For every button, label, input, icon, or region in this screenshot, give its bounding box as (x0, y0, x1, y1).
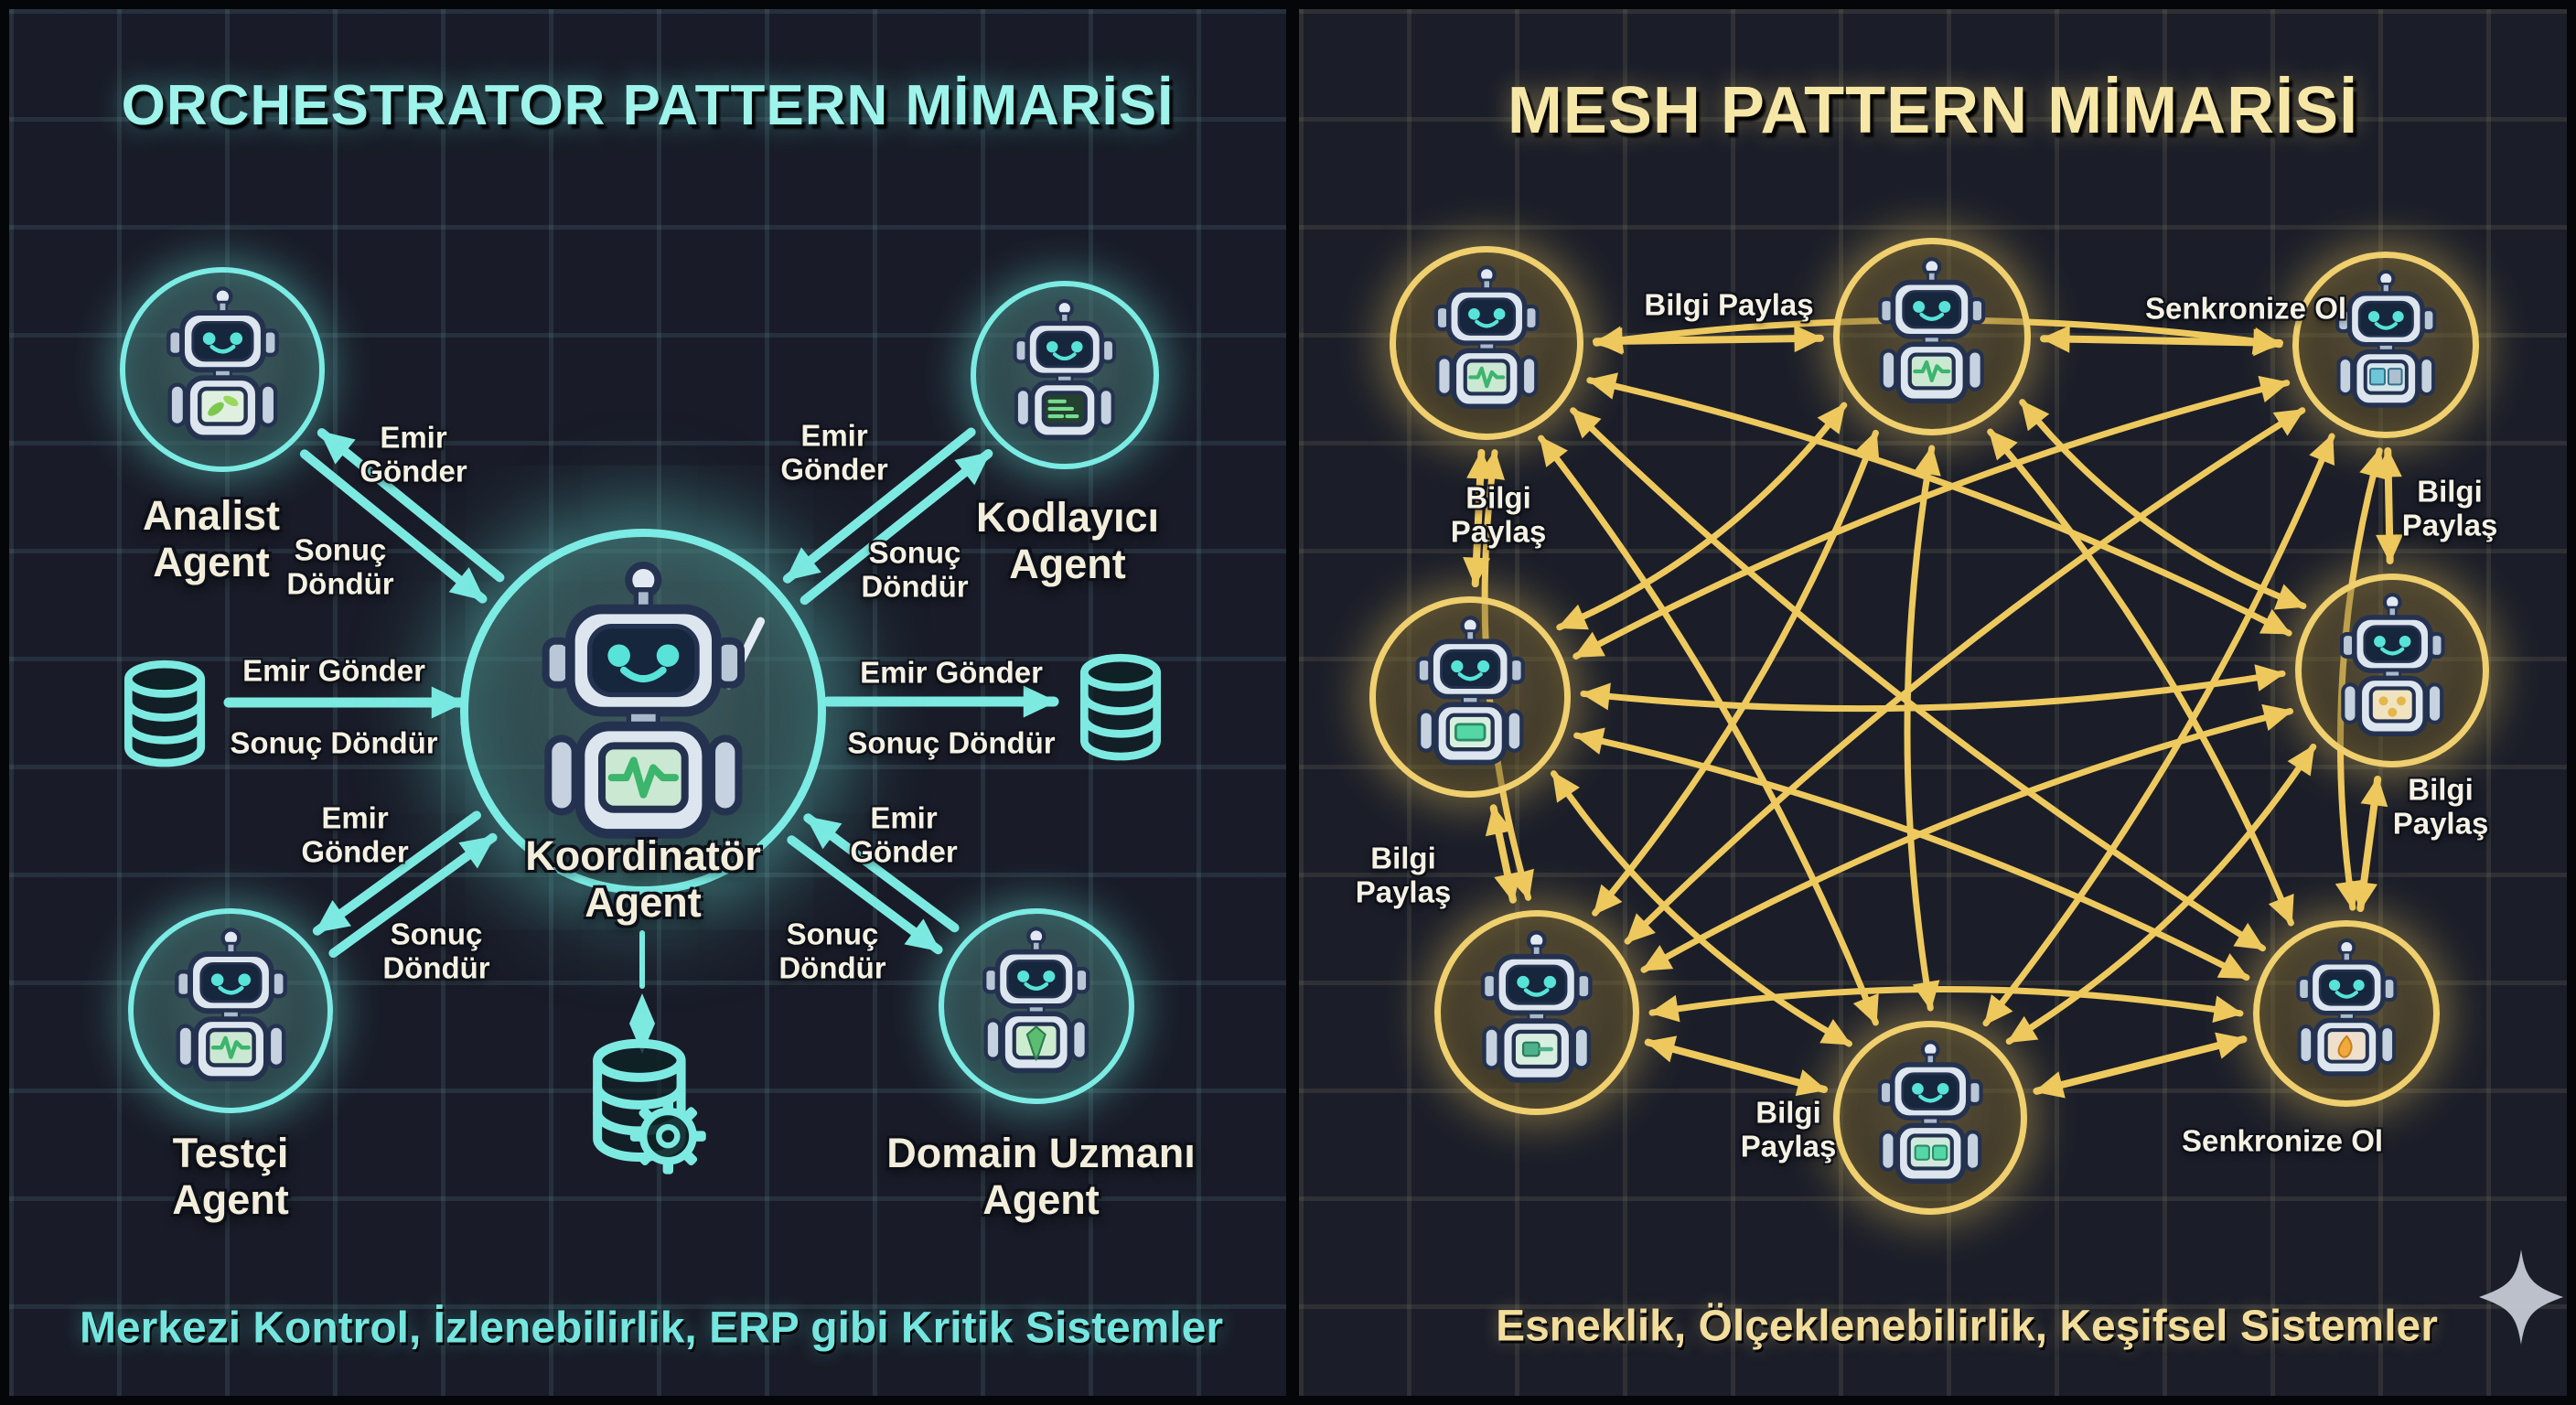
flow-label-8: Sonuç Döndür (847, 725, 1056, 760)
mesh-edge-label-7: Bilgi Paylaş (1740, 1095, 1837, 1164)
flow-label-5: Emir Gönder (242, 653, 425, 688)
robot-icon (1878, 257, 1986, 404)
database-icon (1064, 638, 1177, 779)
mesh-edge-label-4: Bilgi Paylaş (2401, 474, 2498, 542)
flow-label-9: Emir Gönder (301, 800, 409, 869)
mesh-node-mesh-5 (2295, 574, 2489, 767)
agent-label-testci: Testçi Agent (172, 1130, 289, 1223)
flow-label-3: Emir Gönder (780, 418, 888, 487)
orchestrator-caption: Merkezi Kontrol, İzlenebilirlik, ERP gib… (79, 1303, 1224, 1353)
mesh-edge-label-6: Bilgi Paylaş (2392, 772, 2489, 841)
mesh-node-mesh-4 (1369, 596, 1571, 798)
mesh-node-mesh-7 (1833, 1021, 2027, 1215)
database-gear-icon (573, 1029, 719, 1175)
mesh-node-mesh-2 (1833, 238, 2031, 435)
robot-icon (1415, 616, 1525, 766)
robot-icon (1433, 264, 1540, 409)
mesh-node-mesh-3 (2292, 252, 2479, 438)
robot-icon (166, 285, 279, 440)
agent-node-domain-uzmani (939, 908, 1134, 1104)
robot-icon (982, 927, 1090, 1074)
mesh-title: MESH PATTERN MİMARİSİ (1507, 74, 2359, 147)
flow-label-12: Sonuç Döndür (778, 917, 886, 985)
robot-icon (1481, 929, 1593, 1083)
agent-label-koordinator: Koordinatör Agent (525, 832, 761, 926)
agent-node-analist (120, 267, 325, 472)
flow-label-7: Emir Gönder (860, 655, 1043, 690)
flow-label-6: Sonuç Döndür (230, 725, 438, 760)
robot-icon (542, 561, 765, 839)
flow-label-11: Emir Gönder (850, 800, 958, 869)
mesh-node-mesh-8 (2253, 920, 2440, 1107)
agent-label-analist: Analist Agent (142, 492, 281, 585)
robot-icon (174, 927, 287, 1081)
mesh-node-mesh-6 (1434, 910, 1639, 1115)
robot-icon (2295, 938, 2398, 1077)
mesh-edge-label-2: Senkronize Ol (2144, 291, 2347, 326)
mesh-caption: Esneklik, Ölçeklenebilirlik, Keşifsel Si… (1496, 1302, 2438, 1351)
agent-label-kodlayici: Kodlayıcı Agent (975, 494, 1160, 587)
agent-node-koordinator (460, 529, 826, 895)
flow-label-4: Sonuç Döndür (861, 535, 969, 604)
flow-label-2: Sonuç Döndür (286, 532, 394, 601)
database-icon (108, 645, 221, 786)
mesh-node-mesh-1 (1390, 246, 1583, 440)
agent-node-testci (128, 908, 333, 1113)
sparkle-icon (2479, 1249, 2563, 1345)
mesh-edge-label-8: Senkronize Ol (2181, 1123, 2384, 1158)
mesh-edge-label-1: Bilgi Paylaş (1644, 287, 1814, 322)
flow-label-1: Emir Gönder (360, 420, 467, 488)
orchestrator-title: ORCHESTRATOR PATTERN MİMARİSİ (121, 74, 1175, 137)
robot-icon (2334, 270, 2437, 408)
agent-label-domain-uzmani: Domain Uzmanı Agent (886, 1130, 1196, 1223)
robot-icon (1013, 298, 1117, 440)
robot-icon (2339, 592, 2445, 736)
robot-icon (1877, 1039, 1983, 1184)
mesh-edge-label-3: Bilgi Paylaş (1450, 480, 1547, 549)
mesh-edge-label-5: Bilgi Paylaş (1355, 841, 1452, 909)
agent-node-kodlayici (971, 281, 1159, 469)
flow-label-10: Sonuç Döndür (382, 917, 490, 985)
